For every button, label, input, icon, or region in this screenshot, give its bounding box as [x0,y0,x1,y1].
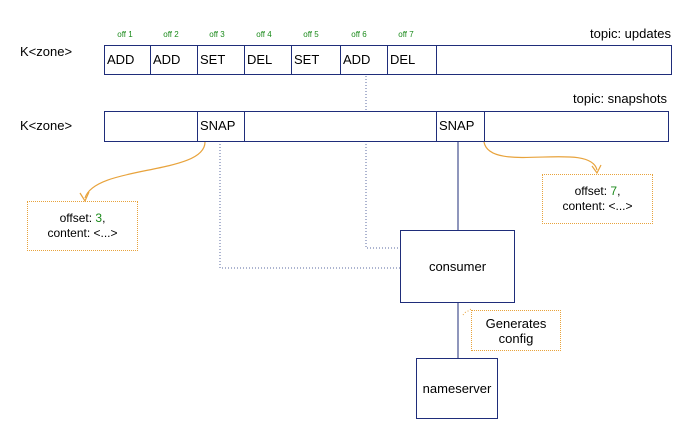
offset-label: off 5 [303,30,319,39]
offset-value: 3 [95,211,103,225]
dotted-snap-to-consumer [219,141,400,269]
offset-label: off 3 [209,30,225,39]
consumer-box: consumer [400,230,515,303]
offset-label: off 4 [256,30,272,39]
offset-label: off 7 [398,30,414,39]
update-cell: ADD [105,46,151,74]
update-cell: ADD [341,46,388,74]
snap-left-curve [84,141,206,199]
offset-label: off 2 [163,30,179,39]
offset-label: offset: [574,184,611,198]
update-cell: SET [292,46,341,74]
snap-right-curve [483,141,598,171]
updates-key-label: K<zone> [20,44,73,59]
nameserver-box: nameserver [416,358,498,419]
content-label: content: <...> [47,226,118,240]
update-cell: DEL [388,46,437,74]
empty-cell [245,112,437,141]
offset-value: 7 [610,184,618,198]
offset-suffix: , [617,184,621,198]
snapshot-note-right: offset: 7, content: <...> [542,174,653,224]
generates-line: Generates [485,316,547,331]
update-cell: ADD [151,46,198,74]
snap-cell: SNAP [437,112,485,141]
updates-topic-row: ADD ADD SET DEL SET ADD DEL [104,45,672,75]
config-line: config [498,331,534,346]
offset-label: off 6 [351,30,367,39]
updates-topic-label: topic: updates [590,26,671,41]
snap-right-arrowhead [591,164,602,175]
dotted-update-to-consumer [365,141,400,249]
snap-cell: SNAP [198,112,245,141]
content-label: content: <...> [562,199,633,213]
snapshots-topic-label: topic: snapshots [573,91,667,106]
empty-cell [105,112,198,141]
generates-config-note: Generates config [471,310,561,351]
update-cell: SET [198,46,245,74]
consumer-label: consumer [428,259,487,274]
snapshots-key-label: K<zone> [20,118,73,133]
snapshot-note-left: offset: 3, content: <...> [27,201,138,251]
offset-suffix: , [102,211,106,225]
offset-label: off 1 [117,30,133,39]
snapshots-topic-row: SNAP SNAP [104,111,669,142]
nameserver-label: nameserver [422,381,492,396]
offset-label: offset: [59,211,96,225]
update-cell: DEL [245,46,292,74]
generates-note-hook [462,307,472,316]
